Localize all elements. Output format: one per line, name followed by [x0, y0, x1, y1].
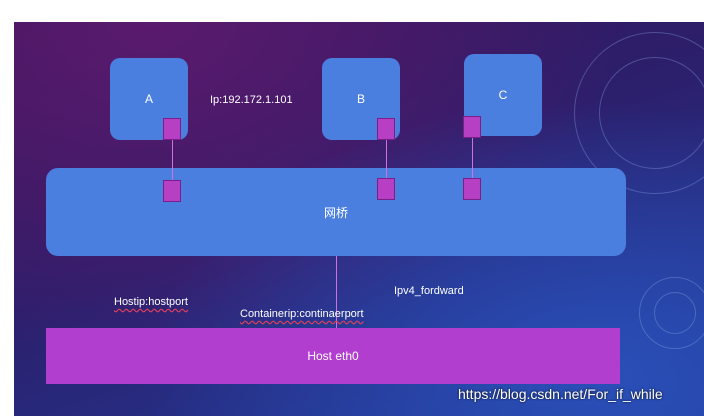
- container-b-label: B: [357, 92, 365, 106]
- diagram-slide: A B C Ip:192.172.1.101 网桥 Hostip:hostpor…: [14, 22, 704, 416]
- ipv4-label: Ipv4_fordward: [394, 285, 464, 297]
- port-c-container: [463, 116, 481, 138]
- bridge-label: 网桥: [324, 204, 348, 221]
- ip-label: Ip:192.172.1.101: [210, 94, 293, 106]
- bridge: 网桥: [46, 168, 626, 256]
- port-b-container: [377, 118, 395, 140]
- link-a: [172, 140, 173, 180]
- host-label: Host eth0: [307, 349, 358, 363]
- decorative-circle: [599, 57, 704, 169]
- port-a-bridge: [163, 180, 181, 202]
- decorative-circle: [654, 292, 696, 334]
- link-b: [386, 140, 387, 180]
- hostip-label: Hostip:hostport: [114, 296, 188, 308]
- port-b-bridge: [377, 178, 395, 200]
- host-eth0: Host eth0: [46, 328, 620, 384]
- containerip-label: Containerip:continaerport: [240, 308, 364, 320]
- port-a-container: [163, 118, 181, 140]
- port-c-bridge: [463, 178, 481, 200]
- container-c-label: C: [499, 88, 508, 102]
- link-c: [472, 136, 473, 180]
- container-a-label: A: [145, 92, 153, 106]
- watermark: https://blog.csdn.net/For_if_while: [458, 386, 663, 402]
